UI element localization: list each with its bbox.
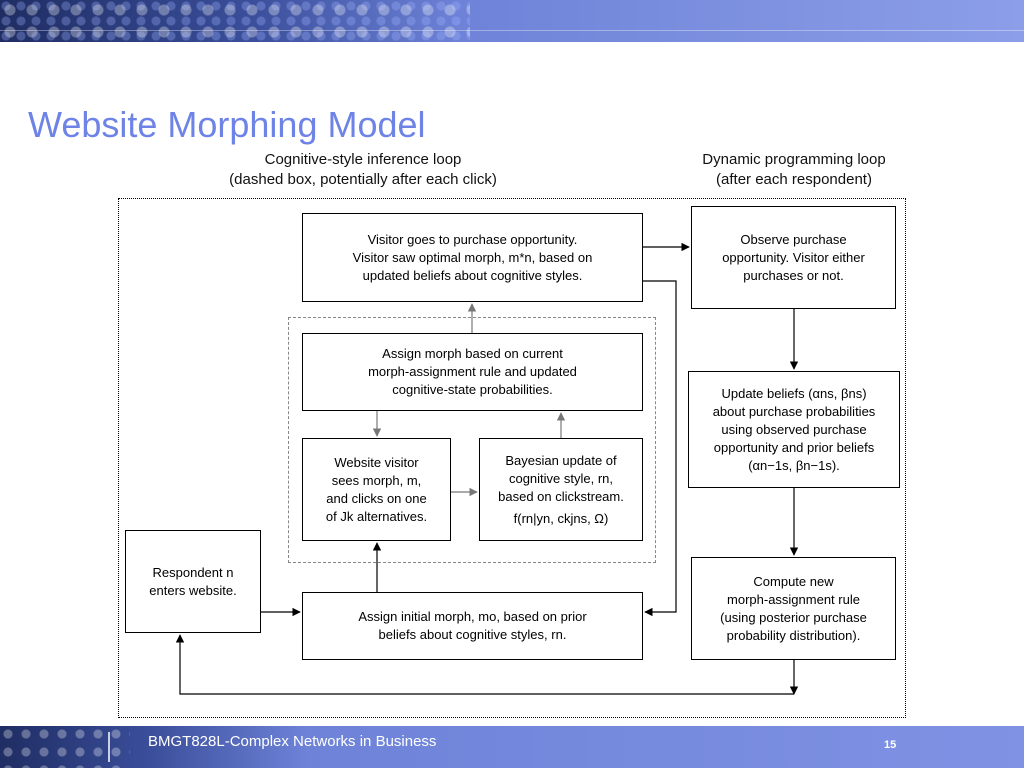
box-line: morph-assignment rule and updated bbox=[368, 364, 577, 379]
box-line: Website visitor bbox=[334, 454, 419, 470]
box-line: Observe purchase bbox=[740, 231, 847, 247]
circuit-pattern bbox=[0, 726, 130, 768]
box-line: using observed purchase bbox=[721, 421, 867, 437]
inference-loop-heading: Cognitive-style inference loop (dashed b… bbox=[212, 150, 514, 190]
box-line: Compute new bbox=[753, 573, 834, 589]
box-line: cognitive style, rn, bbox=[508, 470, 614, 486]
box-line: Assign initial morph, mo, based on prior bbox=[358, 609, 587, 624]
box-line: Assign morph based on current bbox=[382, 346, 563, 361]
circuit-pattern bbox=[0, 0, 470, 42]
box-line: and clicks on one bbox=[326, 490, 427, 506]
dp-heading-line2: (after each respondent) bbox=[716, 171, 872, 188]
compute-rule-box: Compute new morph-assignment rule (using… bbox=[691, 557, 896, 660]
assign-morph-box: Assign morph based on current morph-assi… bbox=[302, 333, 643, 411]
box-line: sees morph, m, bbox=[331, 472, 422, 488]
dynamic-programming-frame bbox=[118, 198, 906, 718]
respondent-box: Respondent n enters website. bbox=[125, 530, 261, 633]
box-line: cognitive-state probabilities. bbox=[392, 382, 553, 397]
box-line: morph-assignment rule bbox=[727, 591, 860, 607]
inference-heading-line1: Cognitive-style inference loop bbox=[264, 151, 462, 168]
update-beliefs-box: Update beliefs (αns, βns) about purchase… bbox=[688, 371, 900, 488]
box-line: opportunity and prior beliefs bbox=[713, 439, 875, 455]
purchase-opportunity-box: Visitor goes to purchase opportunity. Vi… bbox=[302, 213, 643, 302]
bayesian-update-box: Bayesian update of cognitive style, rn, … bbox=[479, 438, 643, 541]
footer-course-title: BMGT828L-Complex Networks in Business bbox=[148, 733, 437, 750]
dp-loop-heading: Dynamic programming loop (after each res… bbox=[686, 150, 902, 190]
box-line: purchases or not. bbox=[743, 267, 844, 283]
box-line: Update beliefs (αns, βns) bbox=[721, 385, 867, 401]
banner-rule bbox=[0, 30, 1024, 31]
box-line: probability distribution). bbox=[726, 627, 861, 643]
box-line: Respondent n bbox=[152, 564, 234, 580]
box-line: (αn−1s, βn−1s). bbox=[748, 457, 840, 473]
box-line: based on clickstream. bbox=[498, 488, 624, 504]
box-line: beliefs about cognitive styles, rn. bbox=[378, 627, 567, 642]
box-line: about purchase probabilities bbox=[712, 403, 876, 419]
page-number: 15 bbox=[884, 739, 897, 751]
slide-title: Website Morphing Model bbox=[28, 104, 426, 145]
box-line: (using posterior purchase bbox=[720, 609, 867, 625]
top-banner bbox=[0, 0, 1024, 42]
box-line: of Jk alternatives. bbox=[325, 508, 428, 524]
box-line: updated beliefs about cognitive styles. bbox=[362, 267, 583, 283]
website-visitor-box: Website visitor sees morph, m, and click… bbox=[302, 438, 451, 541]
bottom-banner bbox=[0, 726, 1024, 768]
banner-divider bbox=[108, 732, 110, 762]
box-line: enters website. bbox=[149, 582, 237, 598]
box-line: Bayesian update of bbox=[505, 452, 617, 468]
dp-heading-line1: Dynamic programming loop bbox=[702, 151, 886, 168]
assign-initial-morph-box: Assign initial morph, mo, based on prior… bbox=[302, 592, 643, 660]
observe-purchase-box: Observe purchase opportunity. Visitor ei… bbox=[691, 206, 896, 309]
box-line: opportunity. Visitor either bbox=[722, 249, 865, 265]
box-formula: f(rn|yn, ckjns, Ω) bbox=[513, 510, 609, 526]
inference-heading-line2: (dashed box, potentially after each clic… bbox=[229, 171, 497, 188]
box-line: Visitor goes to purchase opportunity. bbox=[367, 231, 578, 247]
box-line: Visitor saw optimal morph, m*n, based on bbox=[352, 249, 593, 265]
